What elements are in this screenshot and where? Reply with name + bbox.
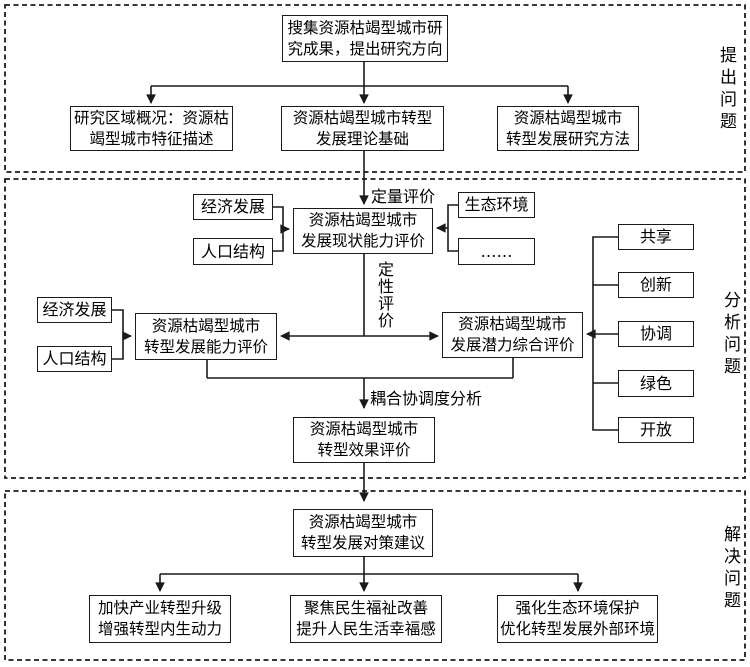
box-population-structure-top: 人口结构 <box>193 238 273 265</box>
solve-section-frame <box>4 490 746 661</box>
side-label-solve: 解决问题 <box>720 525 740 613</box>
box-economic-development-top: 经济发展 <box>193 194 273 220</box>
box-collect-research: 搜集资源枯竭型城市研 究成果，提出研究方向 <box>282 15 448 62</box>
label-coupling-coordination-analysis: 耦合协调度分析 <box>370 389 483 408</box>
box-research-method: 资源枯竭型城市 转型发展研究方法 <box>497 106 639 151</box>
box-region-overview: 研究区域概况：资源枯 竭型城市特征描述 <box>70 106 233 151</box>
box-population-structure-low: 人口结构 <box>37 346 112 372</box>
box-transformation-effect-evaluation: 资源枯竭型城市 转型效果评价 <box>293 417 435 463</box>
label-quantitative-evaluation: 定量评价 <box>371 187 436 206</box>
box-concept-coordination: 协调 <box>618 321 694 347</box>
box-current-capacity-evaluation: 资源枯竭型城市 发展现状能力评价 <box>293 208 433 254</box>
propose-section-frame <box>4 4 746 173</box>
box-ecological-environment: 生态环境 <box>458 192 535 218</box>
box-ellipsis: …… <box>458 238 535 265</box>
box-countermeasure-suggestions: 资源枯竭型城市 转型发展对策建议 <box>293 509 433 557</box>
box-livelihood-improvement: 聚焦民生福祉改善 提升人民生活幸福感 <box>290 595 442 643</box>
side-label-analyze: 分析问题 <box>720 291 740 379</box>
box-transform-capacity-evaluation: 资源枯竭型城市 转型发展能力评价 <box>135 313 277 360</box>
section-frames <box>4 4 746 661</box>
box-concept-green: 绿色 <box>618 370 694 397</box>
side-label-propose: 提出问题 <box>716 46 736 134</box>
connector-lines <box>112 62 618 592</box>
box-potential-comprehensive-evaluation: 资源枯竭型城市 发展潜力综合评价 <box>442 312 583 358</box>
box-concept-innovation: 创新 <box>618 272 694 298</box>
box-ecological-protection: 强化生态环境保护 优化转型发展外部环境 <box>497 595 658 643</box>
box-concept-open: 开放 <box>618 417 694 443</box>
analyze-section-frame <box>4 178 746 479</box>
box-theory-basis: 资源枯竭型城市转型 发展理论基础 <box>281 106 444 151</box>
box-concept-sharing: 共享 <box>618 224 694 250</box>
label-qualitative-evaluation: 定性评价 <box>375 261 394 329</box>
box-economic-development-low: 经济发展 <box>37 297 112 323</box>
box-industry-upgrade: 加快产业转型升级 增强转型内生动力 <box>89 595 231 643</box>
